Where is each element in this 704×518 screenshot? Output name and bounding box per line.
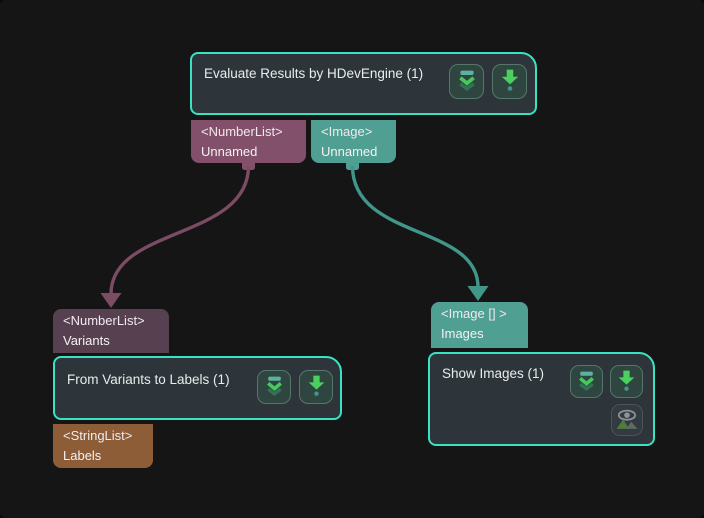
collapse-button[interactable] — [570, 365, 603, 398]
port-name-label: Unnamed — [201, 144, 258, 159]
port-type-label: <NumberList> — [201, 124, 283, 139]
arrow-down-icon — [306, 374, 327, 400]
edge-numberlist-arrowhead-icon — [100, 293, 122, 308]
edge-image-path[interactable] — [350, 165, 480, 288]
node-title: From Variants to Labels (1) — [67, 372, 230, 387]
node-title: Evaluate Results by HDevEngine (1) — [204, 66, 424, 81]
port-name-label: Variants — [63, 333, 110, 348]
port-numberlist-unnamed[interactable]: <NumberList> Unnamed — [191, 120, 306, 163]
run-step-button[interactable] — [610, 365, 643, 398]
edge-numberlist[interactable] — [100, 161, 256, 308]
port-type-label: <Image [] > — [441, 306, 507, 321]
edge-image-arrowhead-icon — [467, 286, 489, 301]
port-image-images[interactable]: <Image [] > Images — [431, 302, 528, 348]
port-image-unnamed[interactable]: <Image> Unnamed — [311, 120, 396, 163]
eye-image-icon — [615, 407, 639, 434]
collapse-button[interactable] — [449, 64, 484, 99]
port-type-label: <Image> — [321, 124, 373, 139]
collapse-button[interactable] — [257, 370, 291, 404]
double-chevron-down-icon — [576, 370, 597, 394]
arrow-down-icon — [499, 68, 521, 95]
port-name-label: Images — [441, 326, 484, 341]
node-title: Show Images (1) — [442, 366, 545, 381]
port-type-label: <NumberList> — [63, 313, 145, 328]
node-show-images[interactable]: Show Images (1) — [428, 352, 655, 446]
edge-image-stub — [346, 161, 359, 170]
double-chevron-down-icon — [456, 69, 478, 94]
port-name-label: Unnamed — [321, 144, 378, 159]
node-evaluate-results[interactable]: Evaluate Results by HDevEngine (1) — [190, 52, 537, 115]
run-step-button[interactable] — [492, 64, 527, 99]
edge-image[interactable] — [346, 161, 489, 301]
edge-numberlist-path[interactable] — [109, 165, 251, 295]
double-chevron-down-icon — [264, 375, 285, 399]
edge-numberlist-stub — [242, 161, 255, 170]
run-step-button[interactable] — [299, 370, 333, 404]
port-stringlist-labels[interactable]: <StringList> Labels — [53, 424, 153, 468]
arrow-down-icon — [616, 369, 637, 395]
node-from-variants-to-labels[interactable]: From Variants to Labels (1) — [53, 356, 342, 420]
port-numberlist-variants[interactable]: <NumberList> Variants — [53, 309, 169, 353]
image-preview-button[interactable] — [611, 404, 643, 436]
port-name-label: Labels — [63, 448, 102, 463]
port-type-label: <StringList> — [63, 428, 133, 443]
